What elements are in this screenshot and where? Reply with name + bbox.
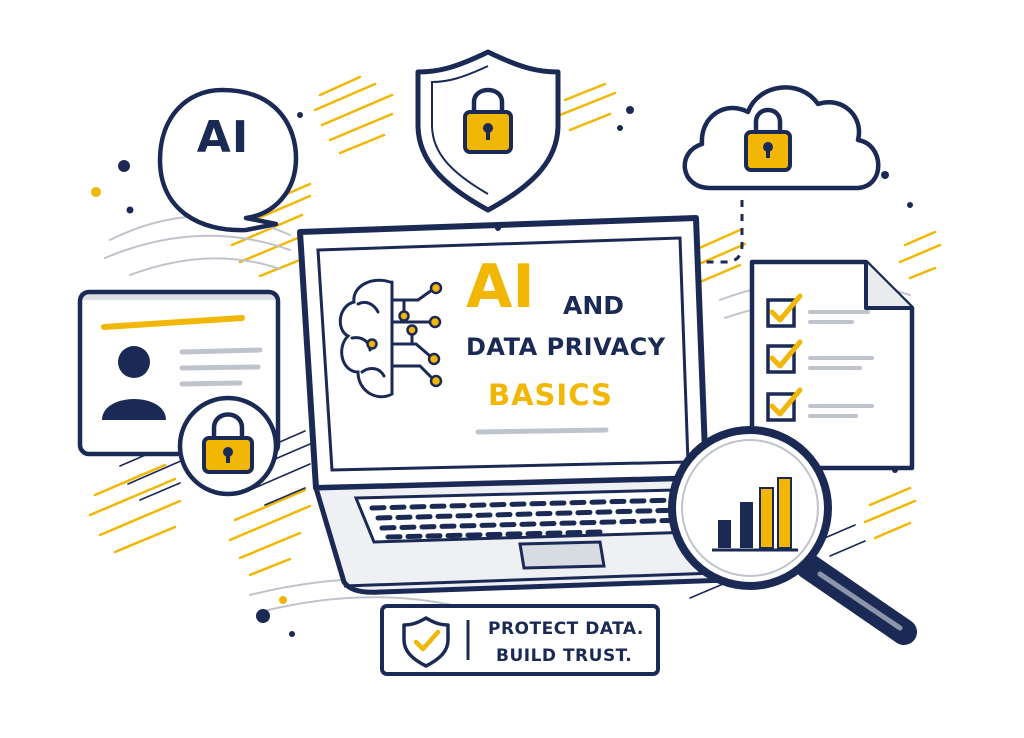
- title-basics: BASICS: [488, 378, 613, 412]
- cloud-lock-icon: [682, 85, 881, 264]
- laptop-icon: [297, 215, 746, 595]
- bubble-ai-label: AI: [196, 112, 250, 163]
- banner-line-2: BUILD TRUST.: [496, 646, 633, 666]
- speech-bubble-icon: [157, 87, 299, 233]
- title-and: AND: [563, 291, 625, 320]
- decorative-dots: [91, 106, 913, 637]
- title-ai: AI: [466, 252, 535, 322]
- title-data-privacy: DATA PRIVACY: [466, 333, 666, 361]
- banner-line-1: PROTECT DATA.: [488, 619, 644, 639]
- brain-circuit-icon: [338, 278, 443, 399]
- title-underline: [475, 427, 609, 435]
- shield-lock-icon: [415, 49, 561, 213]
- magnifier-chart-icon: [668, 426, 917, 645]
- padlock-icon: [177, 395, 279, 497]
- shield-check-icon: [402, 616, 450, 668]
- checklist-document-icon: [749, 259, 915, 471]
- slogan-banner: [380, 604, 660, 676]
